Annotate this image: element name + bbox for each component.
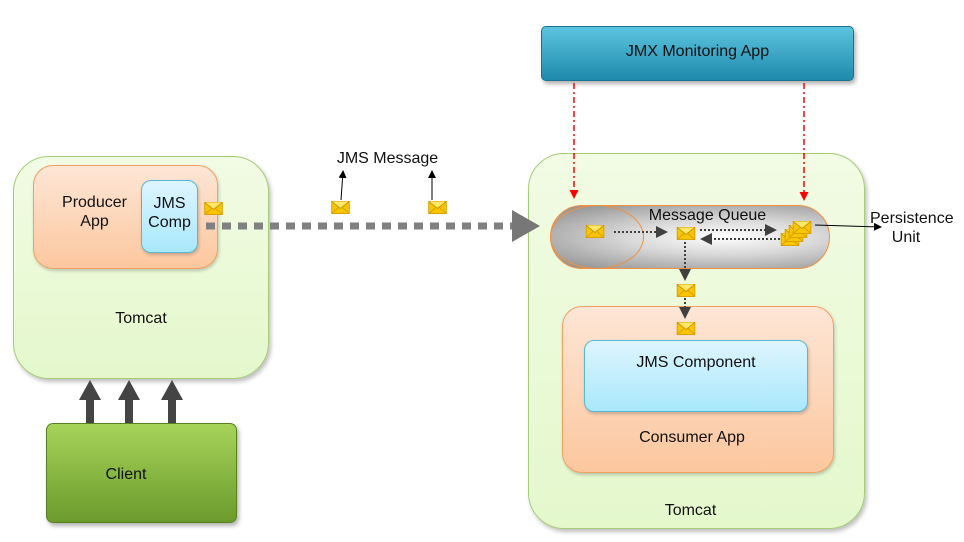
persistence-unit-label: Persistence Unit <box>870 210 954 246</box>
client <box>46 423 237 523</box>
consumer-jms-component-label: JMS Component <box>636 354 756 371</box>
producer-jms-comp-label: JMS Comp <box>148 195 191 231</box>
producer-tomcat-label: Tomcat <box>115 310 167 327</box>
consumer-app-label: Consumer App <box>639 429 745 446</box>
jms-message-label: JMS Message <box>336 150 439 167</box>
jmx-monitoring-app-label: JMX Monitoring App <box>625 43 770 60</box>
consumer-jms-component <box>584 340 808 412</box>
queue-inner-ellipse <box>550 205 644 269</box>
envelope-icon <box>204 201 812 335</box>
message-flow-arrowhead <box>512 210 540 242</box>
consumer-tomcat-label: Tomcat <box>664 502 717 519</box>
persistence-arrow <box>814 222 882 231</box>
jmx-monitoring-app <box>541 26 854 81</box>
producer-app-label: Producer App <box>62 194 127 230</box>
client-request-arrows <box>79 380 183 423</box>
producer-jms-comp <box>141 180 198 253</box>
message-queue-label: Message Queue <box>648 207 767 224</box>
client-label: Client <box>105 466 147 483</box>
